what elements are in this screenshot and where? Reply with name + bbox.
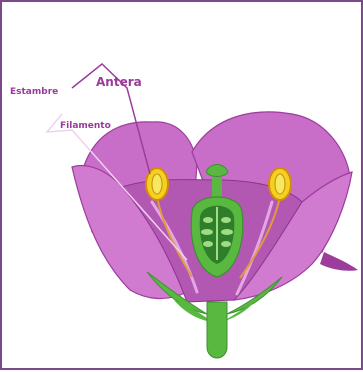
right-petal-tip — [320, 252, 358, 271]
label-estambre: Estambre — [10, 87, 58, 97]
label-filamento: Filamento — [60, 121, 111, 131]
label-antera: Antera — [96, 75, 142, 89]
leaf-left — [174, 300, 212, 322]
anther-right — [269, 168, 291, 200]
stem — [207, 302, 227, 358]
